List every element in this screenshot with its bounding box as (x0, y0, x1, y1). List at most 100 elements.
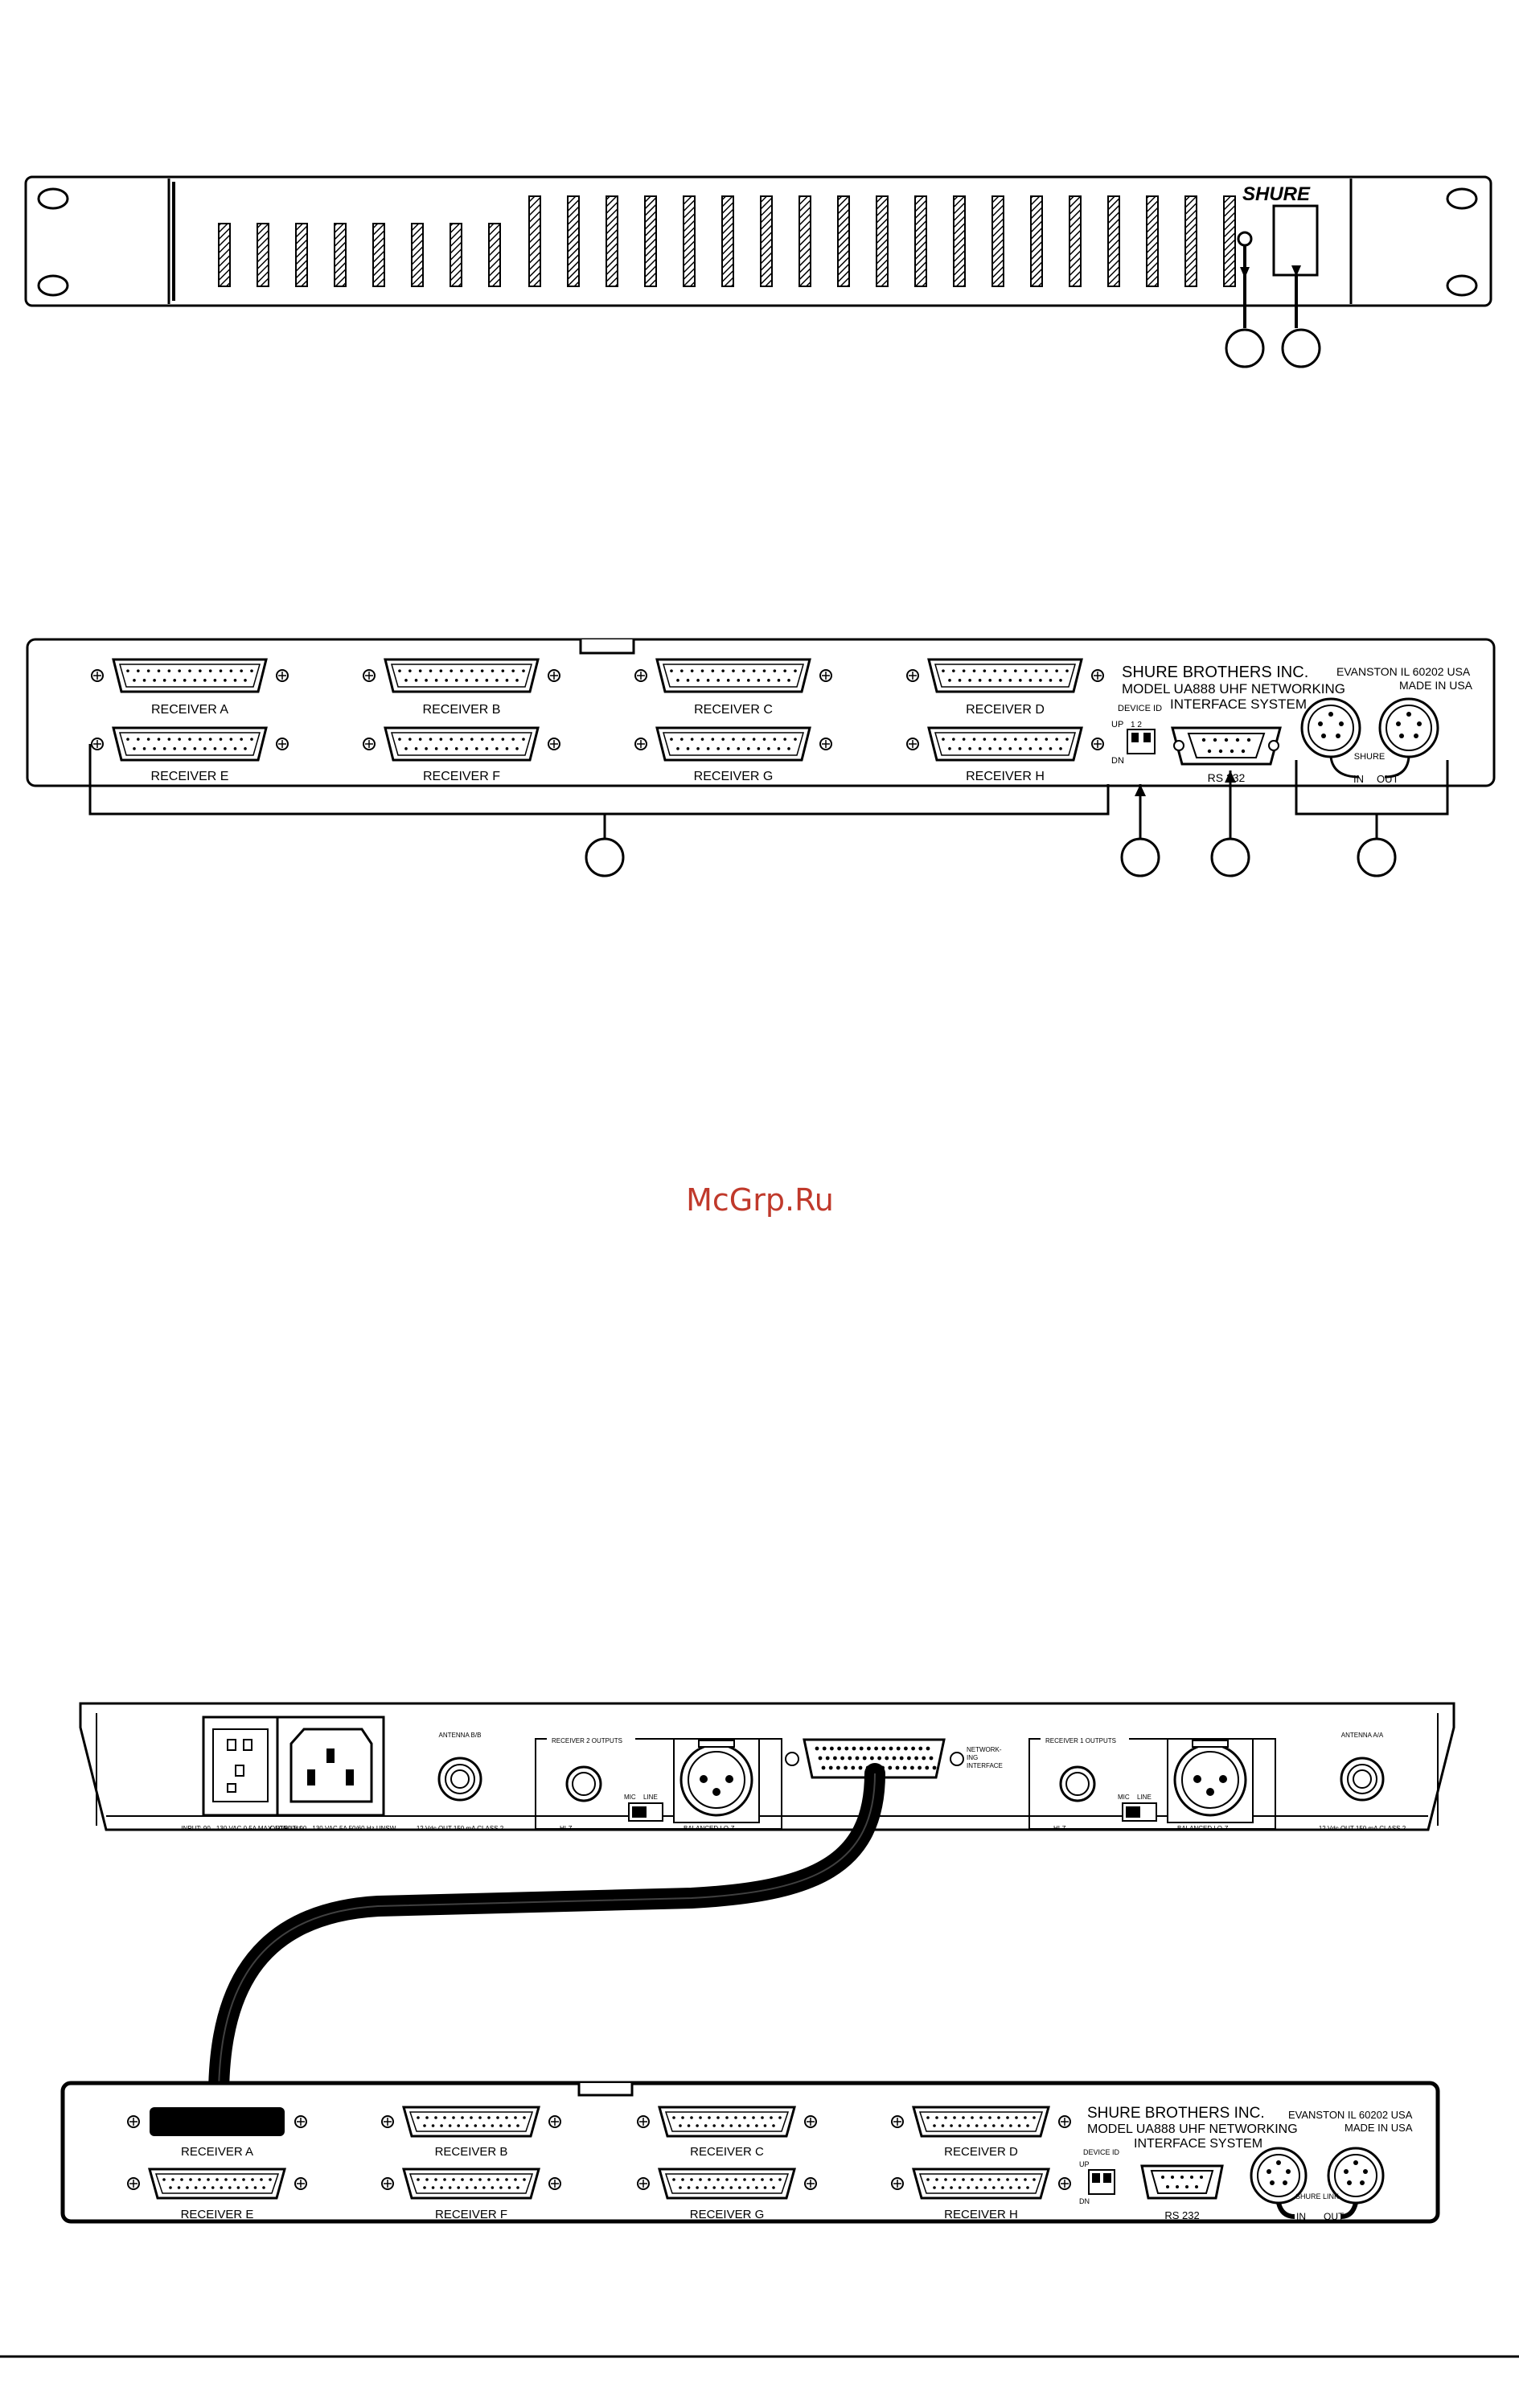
networking-label-2: ING (967, 1754, 978, 1761)
address-text: EVANSTON IL 60202 USA (1336, 665, 1471, 678)
vent-slot (760, 195, 773, 287)
antenna-b-label: ANTENNA B/B (439, 1732, 482, 1739)
receiver-label: RECEIVER H (944, 2208, 1018, 2221)
vent-slot (876, 195, 889, 287)
dn-label-2: DN (1079, 2197, 1090, 2205)
brand-logo: SHURE (1242, 183, 1311, 205)
mic-label-1: MIC (1118, 1794, 1130, 1801)
vent-slot (295, 223, 308, 287)
shure-link-label: SHURE LINK (1295, 2192, 1339, 2200)
maker-text: SHURE BROTHERS INC. (1122, 664, 1308, 681)
vent-slots (218, 195, 1236, 287)
networking-label-1: NETWORK- (967, 1746, 1002, 1753)
db25-connector (906, 658, 1104, 693)
db25-connector (363, 726, 560, 762)
maker-text-2: SHURE BROTHERS INC. (1087, 2105, 1265, 2122)
receiver-connectors (91, 658, 1104, 762)
db25-connector-plugged (127, 2107, 307, 2136)
ac-output-socket (276, 1716, 385, 1817)
db25-connector (363, 658, 560, 693)
vent-slot (799, 195, 811, 287)
link-in-label: IN (1353, 773, 1364, 785)
db25-connector (891, 2168, 1071, 2200)
dc-out-label-a: 12 Vdc OUT 150 mA CLASS 2 (1319, 1825, 1406, 1832)
address-text-2: EVANSTON IL 60202 USA (1288, 2109, 1413, 2121)
receiver-label: RECEIVER B (435, 2145, 508, 2159)
callout-circle (585, 837, 625, 877)
vent-slot (1184, 195, 1197, 287)
dn-label: DN (1111, 756, 1124, 766)
receiver-label: RECEIVER C (694, 703, 773, 717)
vent-slot (721, 195, 734, 287)
receiver-label: RECEIVER G (694, 770, 774, 783)
link-out-jack (1378, 697, 1439, 758)
rs232-port-2 (1140, 2164, 1224, 2200)
networking-label-3: INTERFACE (967, 1762, 1003, 1769)
vent-slot (953, 195, 966, 287)
link-in-jack (1300, 697, 1361, 758)
vent-slot (372, 223, 385, 287)
up-label: UP (1111, 720, 1123, 729)
device-id-label-2: DEVICE ID (1083, 2148, 1120, 2156)
made-in-text: MADE IN USA (1399, 679, 1473, 692)
vent-slot (1223, 195, 1236, 287)
receiver-label: RECEIVER A (151, 703, 228, 717)
device-id-label: DEVICE ID (1118, 704, 1162, 713)
vent-slot (644, 195, 657, 287)
antenna-a-jack (1340, 1757, 1385, 1802)
vent-slot (1146, 195, 1159, 287)
ac-input-socket (202, 1716, 279, 1817)
antenna-b-jack (437, 1757, 482, 1802)
rack-ear-hole (37, 274, 69, 297)
receiver-label: RECEIVER G (690, 2208, 765, 2221)
line-label-1: LINE (1137, 1794, 1152, 1801)
vent-slot (450, 223, 462, 287)
front-panel: SHURE (24, 175, 1492, 368)
power-led (1237, 231, 1253, 247)
rack-ear-hole (1446, 187, 1478, 210)
vent-slot (914, 195, 927, 287)
xlr-output-1 (1167, 1738, 1254, 1823)
dc-out-label-b: 12 Vdc OUT 150 mA CLASS 2 (417, 1825, 504, 1832)
rack-ear-hole (37, 187, 69, 210)
hiz-jack-1 (1059, 1765, 1096, 1802)
receiver-1-outputs-label: RECEIVER 1 OUTPUTS (1045, 1737, 1116, 1744)
hiz-label-1: HI-Z (1053, 1825, 1066, 1832)
line-label: LINE (643, 1794, 658, 1801)
vent-slot (567, 195, 580, 287)
receiver-label: RECEIVER D (944, 2145, 1018, 2159)
vent-slot (411, 223, 424, 287)
watermark: McGrp.Ru (686, 1182, 834, 1218)
input-rating-label: INPUT: 90 - 130 VAC 0.5A MAX. 50/60 Hz (181, 1825, 301, 1832)
xlr-output-2 (673, 1738, 760, 1823)
db25-connector (906, 726, 1104, 762)
callout-circle (1281, 328, 1321, 368)
model-text: MODEL UA888 UHF NETWORKING (1122, 681, 1345, 697)
vent-slot (334, 223, 347, 287)
vent-slot (1107, 195, 1120, 287)
shure-label: SHURE (1354, 752, 1386, 762)
power-switch (1272, 204, 1319, 277)
receiver-2-outputs-label: RECEIVER 2 OUTPUTS (552, 1737, 622, 1744)
receiver-label: RECEIVER C (690, 2145, 764, 2159)
callout-circle (1120, 837, 1160, 877)
vent-slot (991, 195, 1004, 287)
receiver-label: RECEIVER E (151, 770, 229, 783)
rs232-label-2: RS 232 (1164, 2209, 1199, 2221)
vent-slot (1030, 195, 1043, 287)
vent-slot (1069, 195, 1082, 287)
vent-slot (683, 195, 696, 287)
link-in-label-2: IN (1296, 2211, 1306, 2222)
rs232-port (1171, 726, 1282, 766)
hiz-label: HI-Z (560, 1825, 573, 1832)
vent-slot (528, 195, 541, 287)
db25-connector (381, 2106, 561, 2138)
db25-connector (91, 726, 289, 762)
system-text-2: INTERFACE SYSTEM (1134, 2137, 1262, 2151)
hiz-jack (565, 1765, 602, 1802)
link-out-jack-2 (1327, 2147, 1385, 2205)
